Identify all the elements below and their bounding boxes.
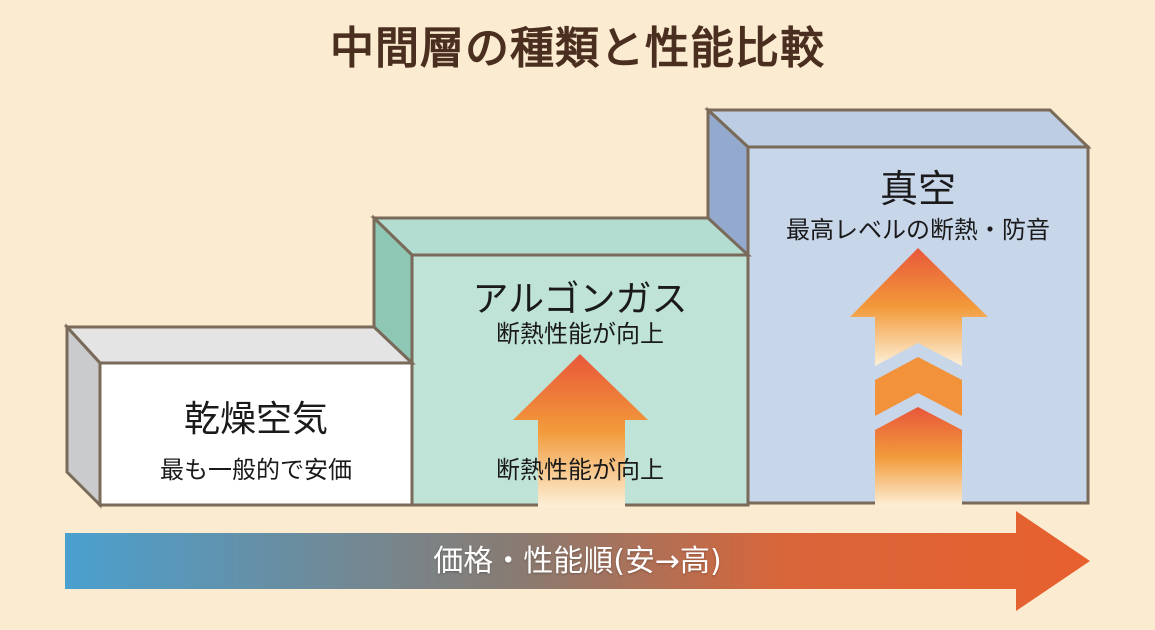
argon-title: アルゴンガス (472, 279, 688, 320)
price-performance-label: 価格・性能順(安→高) (433, 544, 722, 579)
vacuum-description: 最高レベルの断熱・防音 (786, 216, 1050, 244)
dry-air-box-front (98, 361, 414, 507)
argon-arrow-label: 断熱性能が向上 (496, 456, 664, 484)
vacuum-title: 真空 (879, 167, 956, 211)
price-performance-arrow-icon (65, 511, 1090, 611)
dry-air-title: 乾燥空気 (183, 399, 328, 440)
argon-up-arrow-icon (513, 354, 648, 507)
argon-box-top (370, 216, 752, 257)
argon-description: 断熱性能が向上 (496, 320, 664, 348)
vacuum-up-arrow-icon (850, 248, 988, 507)
dry-air-description: 最も一般的で安価 (160, 456, 352, 484)
dry-air-box-top (63, 325, 416, 365)
diagram-title: 中間層の種類と性能比較 (330, 23, 825, 74)
vacuum-box-top (704, 108, 1092, 149)
dry-air-box (63, 323, 416, 509)
